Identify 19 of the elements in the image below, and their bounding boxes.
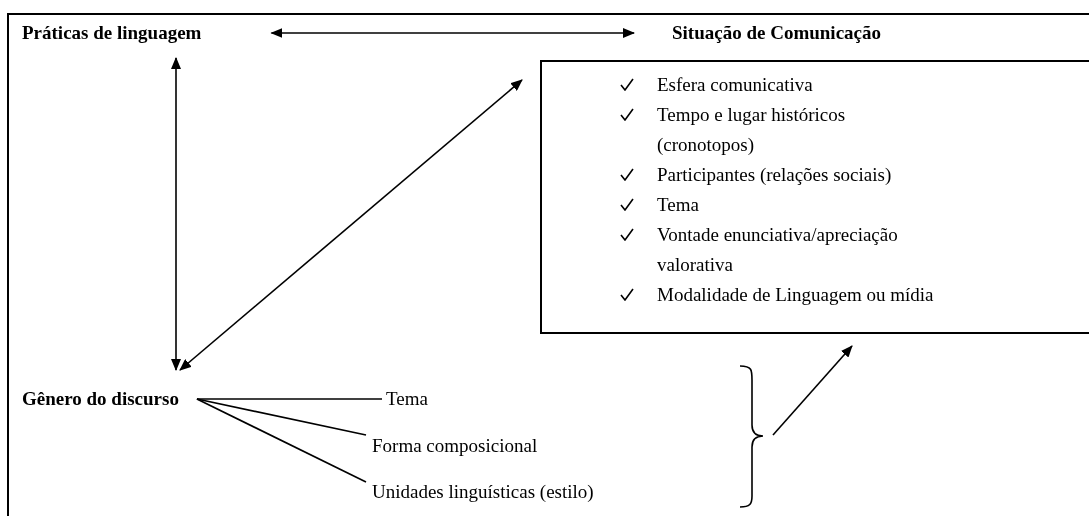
connector-line [196, 398, 383, 400]
label-text: Tema [386, 388, 428, 410]
arrow [171, 57, 181, 371]
list-item-text: Tempo e lugar históricos (cronotopos) [657, 103, 847, 157]
arrow [179, 79, 523, 371]
list-box [540, 60, 1089, 334]
arrow [270, 28, 635, 38]
label-text: Forma composicional [372, 435, 538, 457]
list-item-text: Vontade enunciativa/apreciação valorativa [657, 223, 899, 277]
heading-text: Situação de Comunicação [672, 22, 881, 44]
connector-line [196, 398, 367, 483]
list-item-text: Modalidade de Linguagem ou mídia [657, 283, 935, 307]
list-item-text: Participantes (relações sociais) [657, 163, 893, 187]
list-item-text: Tema [657, 193, 700, 217]
heading-text: Práticas de linguagem [22, 22, 202, 44]
arrow [772, 345, 853, 436]
label-text: Unidades linguísticas (estilo) [372, 481, 594, 503]
heading-text: Gênero do discurso [22, 388, 179, 410]
list-item-text: Esfera comunicativa [657, 73, 814, 97]
